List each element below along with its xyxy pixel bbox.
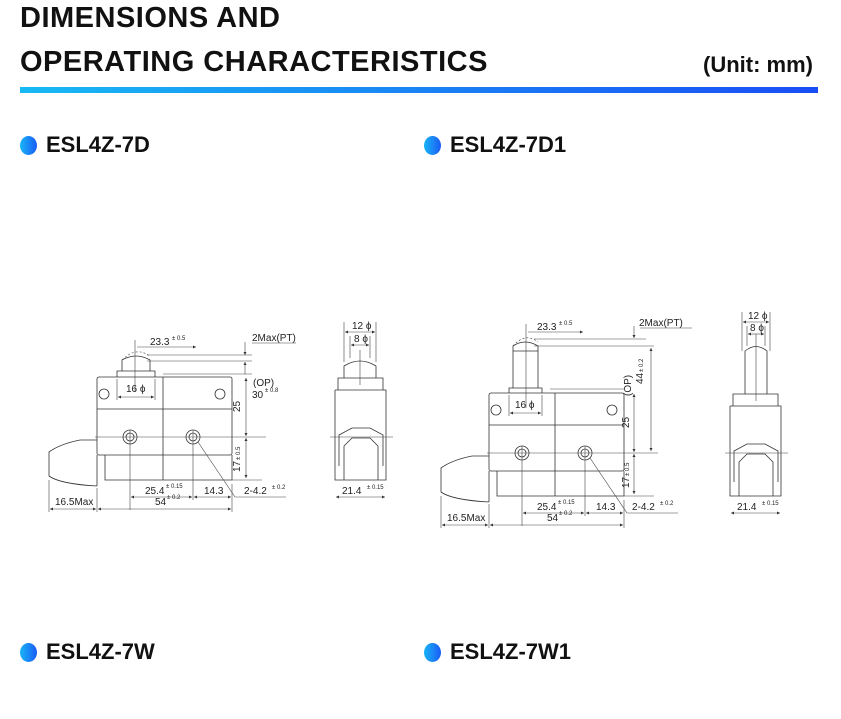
model-heading-7w: ESL4Z-7W	[20, 639, 155, 665]
model-name: ESL4Z-7D	[46, 132, 150, 157]
tol-label: ± 0.5	[236, 446, 242, 460]
dim-label: 54	[155, 497, 167, 508]
pt-label: 2Max(PT)	[639, 318, 683, 329]
dim-label: 54	[547, 513, 559, 524]
model-name: ESL4Z-7D1	[450, 132, 567, 157]
dim-label: 17	[621, 476, 632, 488]
tol-label: ± 0.8	[265, 388, 279, 394]
dim-label: 8 ϕ	[354, 334, 368, 345]
dim-label: 8 ϕ	[750, 323, 764, 334]
tol-label: ± 0.15	[762, 501, 779, 507]
dim-label: 14.3	[204, 486, 224, 497]
dim-label: 2-4.2	[632, 502, 655, 513]
tol-label: ± 0.2	[559, 511, 573, 517]
front-view: 23.3 ± 0.5 2Max(PT) (OP) 30 ± 0.8 16 ϕ 2…	[48, 333, 296, 512]
op-label: (OP)	[623, 375, 634, 396]
bullet-icon	[20, 135, 37, 155]
dim-label: 12 ϕ	[352, 321, 372, 332]
dim-label: 23.3	[150, 337, 170, 348]
model-name: ESL4Z-7W	[46, 639, 155, 664]
dim-label: 25.4	[145, 486, 165, 497]
tol-label: ± 0.2	[639, 358, 645, 372]
dim-label: 25.4	[537, 502, 557, 513]
bullet-icon	[424, 135, 441, 155]
side-view: 12 ϕ 8 ϕ 21.4 ± 0.15	[725, 311, 788, 515]
tol-label: ± 0.2	[272, 485, 286, 491]
tol-label: ± 0.5	[625, 462, 631, 476]
dim-label: 44	[635, 372, 646, 384]
dim-label: 17	[232, 460, 243, 472]
dim-label: 21.4	[737, 502, 757, 513]
tol-label: ± 0.2	[660, 501, 674, 507]
dim-label: 12 ϕ	[748, 311, 768, 322]
dim-label: 21.4	[342, 486, 362, 497]
model-heading-7d: ESL4Z-7D	[20, 132, 150, 158]
page-title-line-1: DIMENSIONS AND	[20, 2, 281, 34]
tol-label: ± 0.5	[559, 321, 573, 327]
bullet-icon	[20, 642, 37, 662]
page-title-line-2: OPERATING CHARACTERISTICS	[20, 46, 488, 78]
pt-label: 2Max(PT)	[252, 333, 296, 344]
side-view: 12 ϕ 8 ϕ 21.4 ± 0.15	[330, 321, 393, 499]
model-name: ESL4Z-7W1	[450, 639, 572, 664]
op-label: (OP)	[253, 378, 274, 389]
dim-label: 23.3	[537, 322, 557, 333]
dim-label: 2-4.2	[244, 486, 267, 497]
tol-label: ± 0.15	[166, 484, 183, 490]
dim-label: 25	[621, 416, 632, 428]
tol-label: ± 0.5	[172, 336, 186, 342]
tol-label: ± 0.15	[367, 485, 384, 491]
header-divider	[20, 87, 818, 93]
drawing-esl4z-7d: 23.3 ± 0.5 2Max(PT) (OP) 30 ± 0.8 16 ϕ 2…	[48, 321, 393, 512]
dim-label: 16.5Max	[55, 497, 93, 508]
unit-label: (Unit: mm)	[703, 52, 813, 77]
model-heading-7d1: ESL4Z-7D1	[424, 132, 566, 158]
tol-label: ± 0.15	[558, 500, 575, 506]
dim-label: 16 ϕ	[515, 400, 535, 411]
dim-label: 16 ϕ	[126, 384, 146, 395]
model-heading-7w1: ESL4Z-7W1	[424, 639, 571, 665]
dim-label: 25	[232, 400, 243, 412]
tol-label: ± 0.2	[167, 495, 181, 501]
front-view: 23.3 ± 0.5 2Max(PT) (OP) 44 ± 0.2 16 ϕ 2…	[440, 318, 692, 528]
dim-label: 14.3	[596, 502, 616, 513]
drawing-esl4z-7d1: 23.3 ± 0.5 2Max(PT) (OP) 44 ± 0.2 16 ϕ 2…	[440, 311, 788, 528]
dim-label: 30	[252, 390, 264, 401]
bullet-icon	[424, 642, 441, 662]
dim-label: 16.5Max	[447, 513, 485, 524]
